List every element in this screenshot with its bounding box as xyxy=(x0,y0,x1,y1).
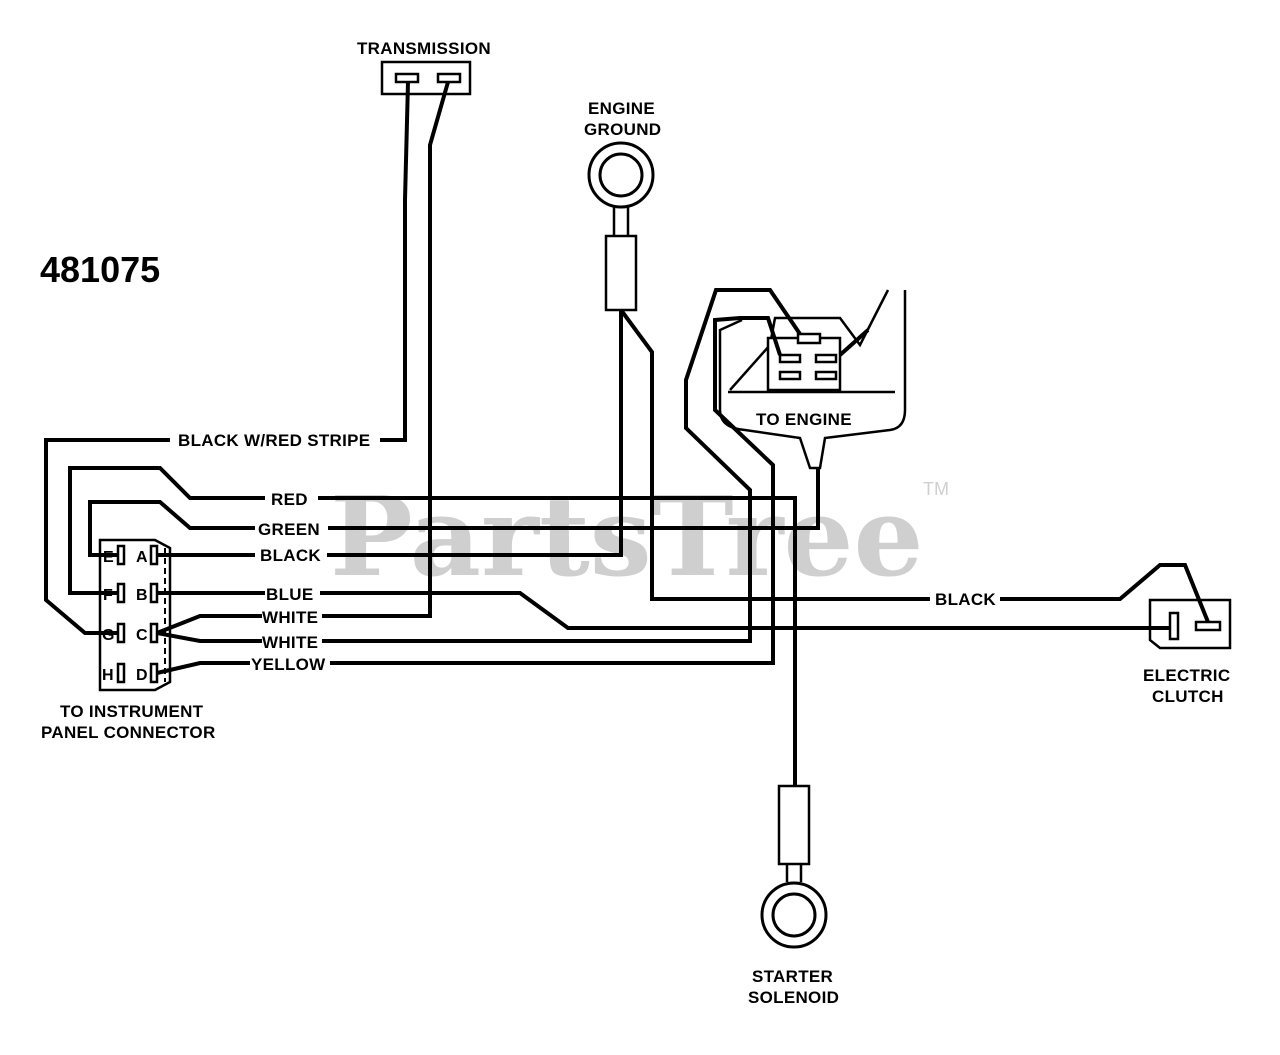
pin-g: G xyxy=(102,627,114,644)
wire-label-green: GREEN xyxy=(258,520,320,539)
wire-black-a xyxy=(157,310,623,557)
pin-f: F xyxy=(103,587,113,604)
pin-b: B xyxy=(136,587,148,604)
pin-a: A xyxy=(136,549,148,566)
engine-connector xyxy=(718,289,907,470)
wire-label-red: RED xyxy=(271,490,308,509)
pin-e: E xyxy=(103,549,114,566)
electric-clutch-label-1: ELECTRIC xyxy=(1143,666,1230,685)
transmission-connector xyxy=(380,60,472,96)
wire-label-black-red-stripe: BLACK W/RED STRIPE xyxy=(178,431,370,450)
engine-ground-terminal xyxy=(587,141,655,312)
pin-d: D xyxy=(136,667,148,684)
pin-c: C xyxy=(136,627,148,644)
part-number: 481075 xyxy=(40,249,160,290)
wire-black-red-stripe xyxy=(44,81,410,635)
wire-engine-inner xyxy=(838,328,870,357)
engine-ground-label-1: ENGINE xyxy=(588,99,655,118)
wire-white-1 xyxy=(156,81,450,635)
wire-label-black-clutch: BLACK xyxy=(935,590,996,609)
watermark: PartsTree xyxy=(330,472,924,601)
wire-yellow xyxy=(156,316,782,675)
wire-label-white-1: WHITE xyxy=(262,608,318,627)
wire-label-yellow: YELLOW xyxy=(251,655,326,674)
wire-label-black-a: BLACK xyxy=(260,546,321,565)
wire-white-2 xyxy=(156,288,802,643)
pin-h: H xyxy=(102,667,114,684)
transmission-label: TRANSMISSION xyxy=(357,39,491,58)
wire-green xyxy=(88,468,820,557)
watermark-trademark: TM xyxy=(923,479,949,499)
wire-label-blue: BLUE xyxy=(266,585,313,604)
starter-solenoid-label-2: SOLENOID xyxy=(748,988,839,1007)
starter-solenoid-label-1: STARTER xyxy=(752,967,833,986)
starter-solenoid-terminal xyxy=(760,784,828,949)
to-engine-label: TO ENGINE xyxy=(756,410,852,429)
instrument-panel-connector xyxy=(98,538,172,692)
instrument-panel-label-2: PANEL CONNECTOR xyxy=(41,723,216,742)
wire-black-clutch xyxy=(619,308,1210,623)
wire-label-white-2: WHITE xyxy=(262,633,318,652)
electric-clutch-label-2: CLUTCH xyxy=(1152,687,1224,706)
instrument-panel-label-1: TO INSTRUMENT xyxy=(60,702,204,721)
electric-clutch-connector xyxy=(1148,598,1232,650)
wire-red xyxy=(68,466,797,786)
wire-blue xyxy=(157,591,1170,630)
engine-ground-label-2: GROUND xyxy=(584,120,661,139)
